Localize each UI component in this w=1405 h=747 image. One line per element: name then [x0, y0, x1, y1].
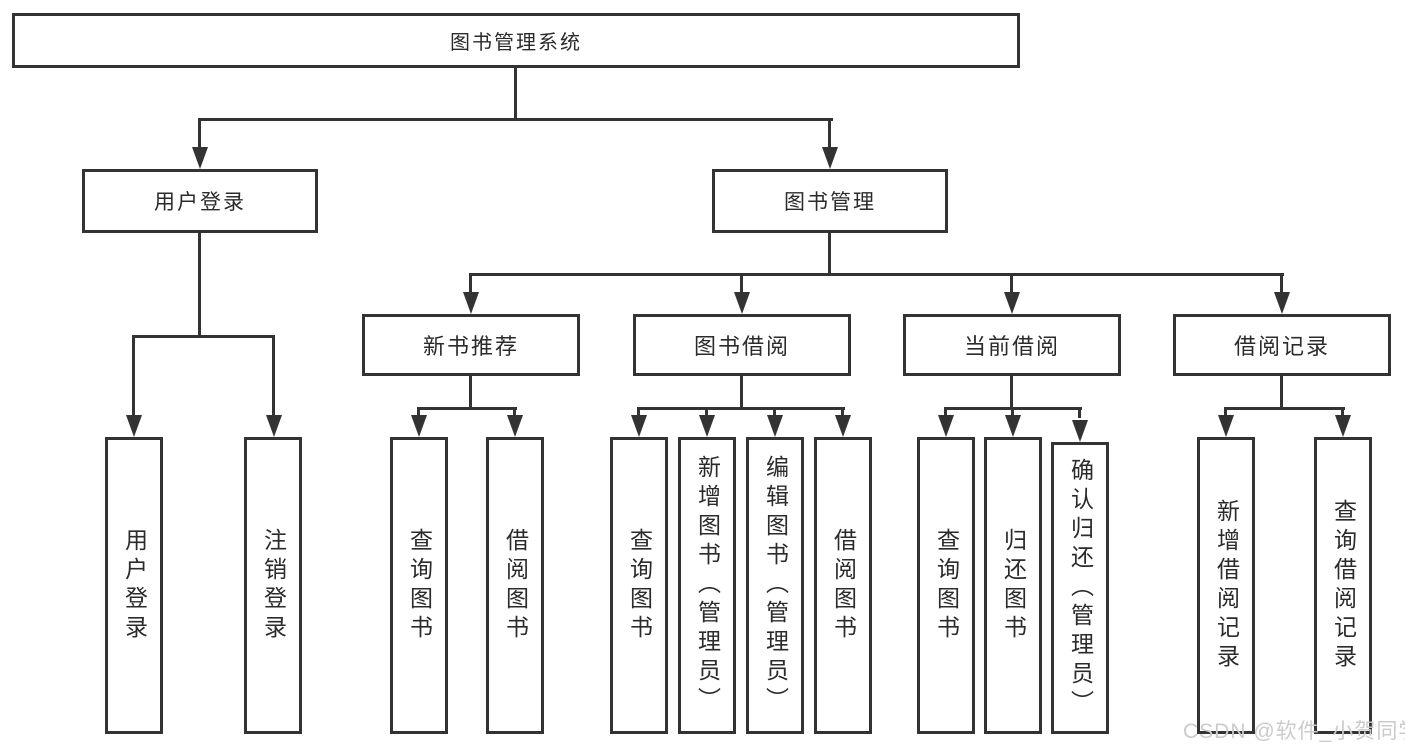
leaf-recommend-query-books-label: 查询图书 — [406, 527, 433, 644]
arrow-down-icon — [1274, 292, 1290, 314]
leaf-edit-books-admin-label: 编辑图书（管理员） — [762, 455, 789, 716]
connector-stub — [1078, 407, 1081, 418]
connector-stub-leaf-logout — [272, 335, 275, 417]
arrow-down-icon — [835, 415, 851, 437]
connector-stub — [1011, 407, 1014, 418]
connector-stub — [1224, 407, 1227, 418]
leaf-user-login: 用户登录 — [105, 437, 163, 734]
arrow-down-icon — [1335, 415, 1351, 437]
node-current-borrow-label: 当前借阅 — [963, 334, 1060, 359]
connector-stub-leaf-user-login — [132, 335, 135, 417]
node-book-borrow: 图书借阅 — [633, 314, 851, 376]
connector-stub — [513, 407, 516, 418]
leaf-confirm-return-admin: 确认归还（管理员） — [1051, 442, 1109, 734]
leaf-logout: 注销登录 — [244, 437, 302, 734]
arrow-down-icon — [1218, 415, 1234, 437]
arrow-down-icon — [734, 292, 750, 314]
connector-current-borrow-drop — [1010, 376, 1013, 407]
node-library-system-label: 图书管理系统 — [450, 32, 582, 54]
node-book-borrow-label: 图书借阅 — [693, 334, 790, 359]
node-book-management-label: 图书管理 — [784, 191, 876, 214]
node-borrow-record: 借阅记录 — [1173, 314, 1391, 376]
node-new-book-recommend-label: 新书推荐 — [422, 334, 519, 359]
leaf-borrow-query-books: 查询图书 — [610, 437, 668, 734]
connector-stub — [637, 407, 640, 418]
node-user-login: 用户登录 — [82, 169, 318, 233]
connector-stub — [773, 407, 776, 418]
connector-root-drop — [514, 68, 517, 118]
arrow-down-icon — [699, 415, 715, 437]
connector-stub — [841, 407, 844, 418]
connector-stub — [1341, 407, 1344, 418]
connector-stub-new-book-recommend — [469, 273, 472, 295]
connector-stub-book-management — [828, 118, 831, 152]
connector-book-management-drop — [828, 233, 831, 273]
leaf-add-borrow-record: 新增借阅记录 — [1197, 437, 1255, 734]
connector-user-login-drop — [198, 233, 201, 335]
arrow-down-icon — [411, 415, 427, 437]
leaf-logout-label: 注销登录 — [260, 527, 287, 644]
node-borrow-record-label: 借阅记录 — [1233, 334, 1330, 359]
arrow-down-icon — [126, 415, 142, 437]
node-library-system: 图书管理系统 — [12, 13, 1020, 68]
arrow-down-icon — [192, 147, 208, 169]
connector-stub-borrow-record — [1280, 273, 1283, 295]
arrow-down-icon — [1004, 292, 1020, 314]
leaf-add-books-admin: 新增图书（管理员） — [678, 437, 736, 734]
arrow-down-icon — [767, 415, 783, 437]
arrow-down-icon — [938, 415, 954, 437]
leaf-add-books-admin-label: 新增图书（管理员） — [694, 455, 721, 716]
arrow-down-icon — [507, 415, 523, 437]
arrow-down-icon — [463, 292, 479, 314]
connector-recommend-drop — [469, 376, 472, 407]
connector-stub — [705, 407, 708, 418]
node-book-management: 图书管理 — [712, 169, 948, 233]
leaf-query-borrow-record: 查询借阅记录 — [1314, 437, 1372, 734]
connector-recommend-rail — [417, 407, 517, 410]
connector-book-borrow-rail — [637, 407, 845, 410]
leaf-confirm-return-admin-label: 确认归还（管理员） — [1067, 457, 1094, 719]
leaf-recommend-borrow-books-label: 借阅图书 — [502, 527, 529, 644]
connector-stub — [417, 407, 420, 418]
node-new-book-recommend: 新书推荐 — [362, 314, 580, 376]
arrow-down-icon — [631, 415, 647, 437]
leaf-recommend-query-books: 查询图书 — [390, 437, 448, 734]
connector-stub-user-login — [198, 118, 201, 152]
connector-stub — [944, 407, 947, 418]
leaf-user-login-label: 用户登录 — [121, 527, 148, 644]
csdn-watermark: CSDN @软件_小贺同学 — [1183, 720, 1405, 743]
connector-stub-current-borrow — [1010, 273, 1013, 295]
node-current-borrow: 当前借阅 — [903, 314, 1121, 376]
leaf-current-query-books: 查询图书 — [917, 437, 975, 734]
arrow-down-icon — [822, 147, 838, 169]
leaf-borrow-query-books-label: 查询图书 — [626, 527, 653, 644]
leaf-add-borrow-record-label: 新增借阅记录 — [1213, 498, 1240, 673]
leaf-current-query-books-label: 查询图书 — [933, 527, 960, 644]
leaf-borrow-books: 借阅图书 — [814, 437, 872, 734]
connector-user-login-rail — [132, 335, 275, 338]
leaf-edit-books-admin: 编辑图书（管理员） — [746, 437, 804, 734]
connector-borrow-record-drop — [1280, 376, 1283, 407]
arrow-down-icon — [1005, 415, 1021, 437]
leaf-recommend-borrow-books: 借阅图书 — [486, 437, 544, 734]
leaf-return-books-label: 归还图书 — [1000, 527, 1027, 644]
connector-book-borrow-drop — [740, 376, 743, 407]
arrow-down-icon — [266, 415, 282, 437]
leaf-query-borrow-record-label: 查询借阅记录 — [1330, 498, 1357, 673]
connector-stub-book-borrow — [740, 273, 743, 295]
connector-book-management-rail — [469, 273, 1284, 276]
arrow-down-icon — [1072, 420, 1088, 442]
connector-root-rail — [198, 118, 833, 121]
leaf-borrow-books-label: 借阅图书 — [830, 527, 857, 644]
connector-borrow-record-rail — [1224, 407, 1345, 410]
node-user-login-label: 用户登录 — [154, 191, 246, 214]
leaf-return-books: 归还图书 — [984, 437, 1042, 734]
